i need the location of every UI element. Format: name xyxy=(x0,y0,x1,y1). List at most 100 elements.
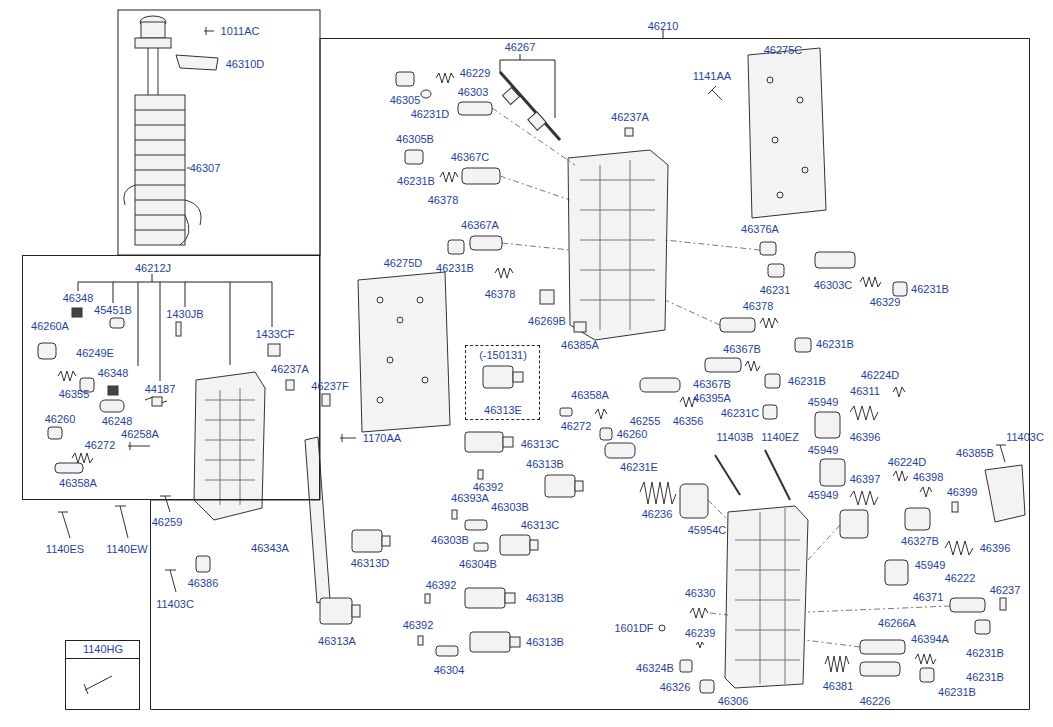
callout-number: 1140ES xyxy=(46,543,84,555)
callout-number: 46356 xyxy=(673,415,704,427)
callout-number: 45949 xyxy=(808,396,839,408)
callout-number: 46386 xyxy=(188,577,219,589)
callout-number: 46305 xyxy=(390,94,421,106)
callout-number: 46266A xyxy=(878,617,916,629)
callout-number: 46231B xyxy=(816,338,854,350)
group-frame: 46212J xyxy=(22,255,320,500)
callout-number: 46358A xyxy=(571,389,609,401)
callout-number: 46231B xyxy=(966,671,1004,683)
callout-number: 46343A xyxy=(251,542,289,554)
callout-number: 46381 xyxy=(823,680,854,692)
group-frame xyxy=(118,10,320,255)
callout-number: 46385B xyxy=(956,447,994,459)
callout-number: 46327B xyxy=(901,535,939,547)
callout-number: 1601DF xyxy=(614,622,653,634)
callout-number: 44187 xyxy=(145,383,176,395)
callout-number: 1170AA xyxy=(363,432,401,444)
node-heading: 46210 xyxy=(648,20,679,33)
callout-number: 45949 xyxy=(808,444,839,456)
callout-number: 46399 xyxy=(947,486,978,498)
callout-number: 46358A xyxy=(59,477,97,489)
callout-number: 46313B xyxy=(526,592,564,604)
callout-number: 45949 xyxy=(915,559,946,571)
callout-number: 46237F xyxy=(311,380,348,392)
callout-number: 46231B xyxy=(436,262,474,274)
callout-number: 46313C xyxy=(521,438,560,450)
callout-number: 46267 xyxy=(505,41,536,53)
callout-number: 45954C xyxy=(688,524,727,536)
callout-number: 46239 xyxy=(685,627,716,639)
variant-box: (-150131) 46313E xyxy=(465,345,540,420)
callout-number: 46224D xyxy=(888,456,927,468)
callout-number: 46394A xyxy=(911,633,949,645)
callout-number: 1430JB xyxy=(166,308,203,320)
callout-number: 46307 xyxy=(190,162,221,174)
callout-number: 46231B xyxy=(911,283,949,295)
callout-number: 46396 xyxy=(980,542,1011,554)
callout-number: 46398 xyxy=(913,471,944,483)
callout-number: 1141AA xyxy=(693,70,731,82)
callout-number: 46376A xyxy=(741,223,779,235)
callout-number: 46395A xyxy=(693,392,731,404)
callout-number: 1433CF xyxy=(255,328,294,340)
callout-number: 46330 xyxy=(685,587,716,599)
callout-number: 46378 xyxy=(743,300,774,312)
callout-number: 46326 xyxy=(660,681,691,693)
node-heading: 1140HG xyxy=(83,643,123,656)
callout-number: 45451B xyxy=(94,304,132,316)
callout-number: 46275D xyxy=(384,257,423,269)
callout-number: 46260 xyxy=(617,428,648,440)
callout-number: 45949 xyxy=(808,489,839,501)
part-number: 46313E xyxy=(484,404,522,417)
callout-number: 46313B xyxy=(526,458,564,470)
callout-number: 46378 xyxy=(485,288,516,300)
callout-number: 46313A xyxy=(318,635,356,647)
callout-number: 46396 xyxy=(850,431,881,443)
callout-number: 11403C xyxy=(1006,431,1044,443)
callout-number: 46313D xyxy=(351,557,390,569)
callout-number: 46259 xyxy=(152,516,183,528)
callout-number: 46255 xyxy=(630,415,661,427)
callout-number: 46236 xyxy=(642,508,673,520)
callout-number: 46313C xyxy=(521,519,560,531)
node-heading: 46212J xyxy=(135,262,171,275)
callout-number: 46231B xyxy=(788,375,826,387)
callout-number: 46269B xyxy=(528,315,566,327)
callout-number: 46348 xyxy=(98,367,129,379)
callout-number: 46258A xyxy=(121,428,159,440)
callout-number: 46237 xyxy=(990,584,1021,596)
part-box: 1140HG xyxy=(65,640,140,710)
callout-number: 46231C xyxy=(721,407,760,419)
callout-number: 46275C xyxy=(764,44,803,56)
callout-number: 46229 xyxy=(460,67,491,79)
callout-number: 46367B xyxy=(693,378,731,390)
callout-number: 46324B xyxy=(636,662,674,674)
callout-number: 46272 xyxy=(85,439,116,451)
callout-number: 46304B xyxy=(459,558,497,570)
callout-number: 46329 xyxy=(870,296,901,308)
callout-number: 46237A xyxy=(611,111,649,123)
node-heading: (-150131) xyxy=(479,349,527,362)
callout-number: 1140EW xyxy=(106,543,147,555)
callout-number: 46303B xyxy=(491,501,529,513)
callout-number: 46237A xyxy=(271,363,309,375)
callout-number: 46231D xyxy=(411,108,450,120)
callout-number: 46392 xyxy=(403,619,434,631)
callout-number: 46385A xyxy=(561,339,599,351)
callout-number: 46231B xyxy=(966,647,1004,659)
callout-number: 46249E xyxy=(76,347,114,359)
callout-number: 46378 xyxy=(428,194,459,206)
callout-number: 1011AC xyxy=(221,25,260,37)
callout-number: 11403C xyxy=(156,598,194,610)
callout-number: 46305B xyxy=(396,133,434,145)
callout-number: 46392 xyxy=(426,579,457,591)
callout-number: 46303 xyxy=(458,86,489,98)
callout-number: 46313B xyxy=(526,636,564,648)
callout-number: 46348 xyxy=(63,292,94,304)
callout-number: 46260A xyxy=(31,320,69,332)
callout-number: 46272 xyxy=(561,420,592,432)
callout-number: 46231 xyxy=(760,284,791,296)
callout-number: 46397 xyxy=(850,473,881,485)
callout-number: 1140EZ xyxy=(761,431,799,443)
callout-number: 46224D xyxy=(861,369,900,381)
